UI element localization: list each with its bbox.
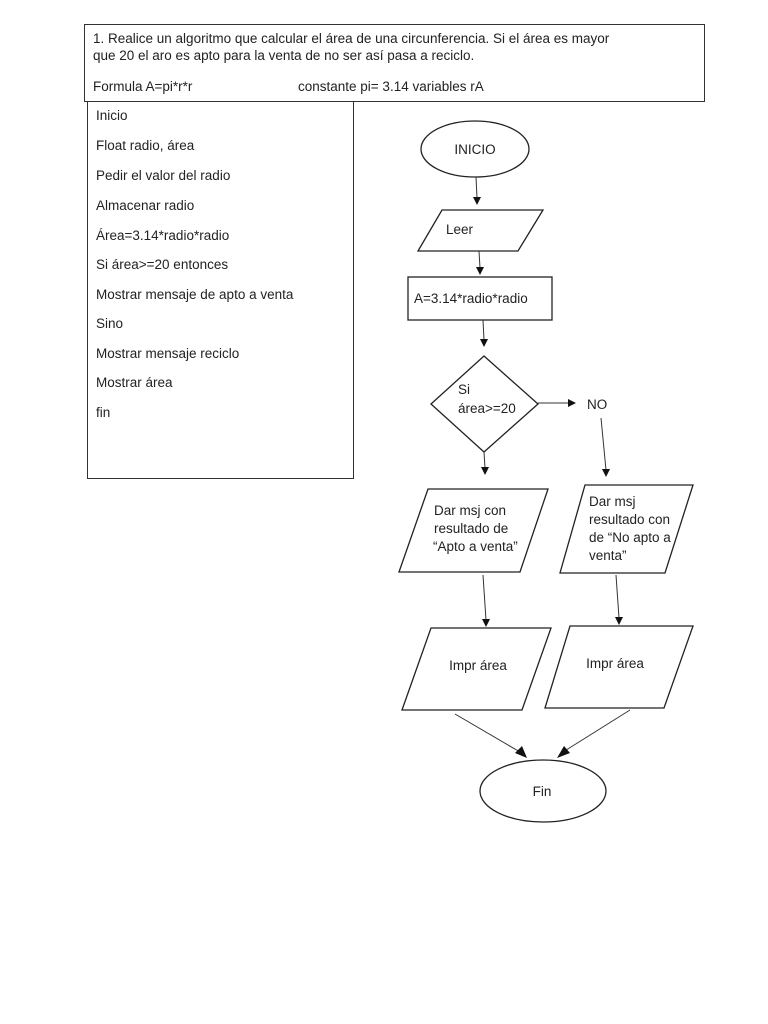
- decision-label-line-1: Si: [458, 382, 470, 397]
- pseudocode-line: Área=3.14*radio*radio: [96, 228, 230, 243]
- arrowhead: [515, 746, 527, 758]
- connector-no-to-output: [600, 417, 607, 471]
- output-no-apto-line-4: venta”: [589, 548, 627, 563]
- pseudocode-line: fin: [96, 405, 111, 420]
- pseudocode-line: Almacenar radio: [96, 198, 195, 213]
- print-area-parallelogram-no: [544, 625, 694, 709]
- pseudocode-line: Pedir el valor del radio: [96, 168, 231, 183]
- formula-text: Formula A=pi*r*r: [93, 79, 193, 94]
- arrowhead: [476, 267, 484, 275]
- input-parallelogram: [416, 209, 545, 252]
- output-apto-line-2: resultado de: [434, 521, 508, 536]
- arrowhead: [602, 469, 610, 477]
- pseudocode-line: Sino: [96, 316, 124, 331]
- output-no-apto-line-2: resultado con: [589, 512, 670, 527]
- connector-print-yes-to-end: [454, 713, 521, 753]
- problem-statement: 1. Realice un algoritmo que calcular el …: [93, 30, 693, 64]
- process-box: [407, 276, 553, 321]
- start-terminal: [420, 120, 530, 178]
- arrowhead: [481, 467, 489, 475]
- process-label: A=3.14*radio*radio: [414, 291, 528, 306]
- pseudocode-line: Mostrar mensaje reciclo: [96, 346, 240, 361]
- arrowhead: [615, 617, 623, 625]
- constant-variables-text: constante pi= 3.14 variables rA: [298, 79, 484, 94]
- pseudocode-line: Float radio, área: [96, 138, 195, 153]
- output-apto-line-1: Dar msj con: [434, 503, 506, 518]
- no-label: NO: [587, 397, 607, 412]
- output-no-apto-parallelogram: [559, 484, 694, 574]
- output-apto-parallelogram: [398, 488, 549, 573]
- pseudocode-line: Si área>=20 entonces: [96, 257, 229, 272]
- start-label: INICIO: [454, 142, 495, 157]
- end-label: Fin: [533, 784, 552, 799]
- output-apto-line-3: “Apto a venta”: [433, 539, 518, 554]
- connector-no-apto-to-print: [615, 574, 620, 619]
- output-no-apto-line-1: Dar msj: [589, 494, 636, 509]
- arrowhead: [557, 746, 570, 758]
- output-no-apto-line-3: de “No apto a: [589, 530, 671, 545]
- pseudocode-line: Mostrar área: [96, 375, 173, 390]
- problem-statement-box: 1. Realice un algoritmo que calcular el …: [84, 24, 705, 102]
- connector-process-to-decision: [482, 319, 485, 341]
- arrowhead: [482, 619, 490, 627]
- arrowhead: [568, 399, 576, 407]
- pseudocode-line: Inicio: [96, 108, 128, 123]
- print-area-parallelogram-yes: [401, 627, 552, 711]
- print-area-label-yes: Impr área: [449, 658, 507, 673]
- end-terminal: [479, 759, 607, 823]
- arrowhead: [473, 197, 481, 205]
- decision-label-line-2: área>=20: [458, 401, 516, 416]
- connector-start-to-input: [475, 176, 478, 199]
- input-label: Leer: [446, 222, 474, 237]
- connector-decision-to-yes: [483, 451, 486, 469]
- pseudocode-box: Inicio Float radio, área Pedir el valor …: [87, 102, 354, 479]
- arrowhead: [480, 339, 488, 347]
- connector-print-no-to-end: [562, 709, 631, 753]
- connector-apto-to-print: [482, 574, 487, 621]
- problem-statement-line-1: 1. Realice un algoritmo que calcular el …: [93, 31, 610, 46]
- connector-input-to-process: [478, 250, 481, 269]
- problem-statement-line-2: que 20 el aro es apto para la venta de n…: [93, 48, 475, 63]
- pseudocode-line: Mostrar mensaje de apto a venta: [96, 287, 294, 302]
- print-area-label-no: Impr área: [586, 656, 644, 671]
